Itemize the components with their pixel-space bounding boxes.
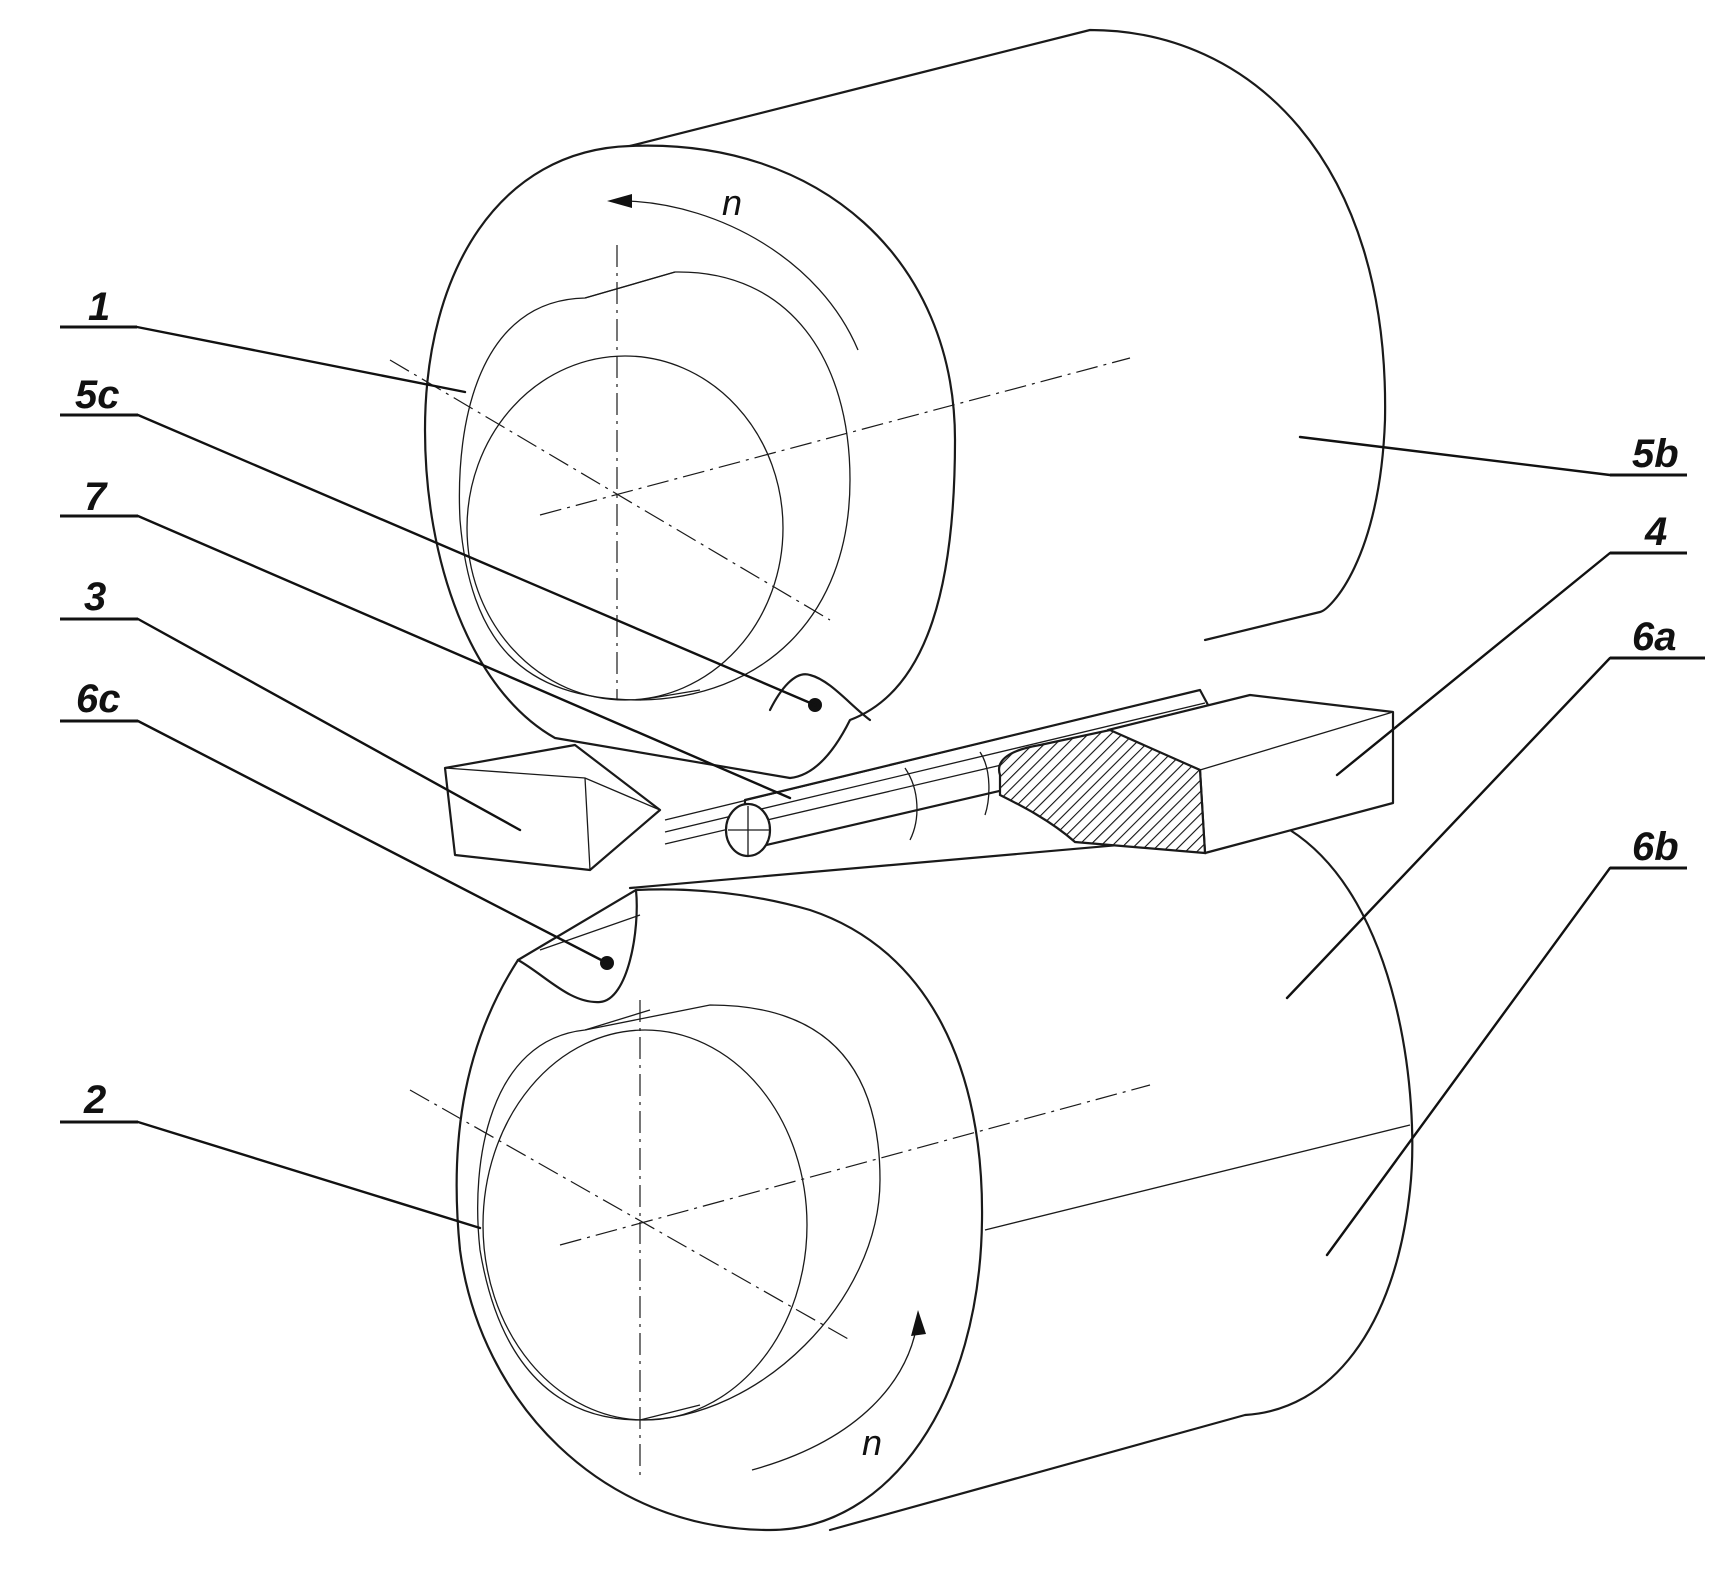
right-guide [997,693,1395,855]
lower-roll-hub-face [482,1029,808,1421]
callout-2-label: 2 [83,1078,106,1122]
callout-6b-leader [1325,866,1612,1257]
lower-roll-back-end [828,828,1414,1532]
upper-roll-axis-diagonal [389,359,831,621]
lower-roll-front-face [455,888,984,1532]
lower-roll-axis-diagonal [409,1089,851,1341]
upper-roll: n [389,28,1387,780]
callout-7-leader [136,514,792,800]
callout-3-label: 3 [84,575,106,619]
left-guide [443,743,662,872]
upper-roll-back-end [628,28,1387,642]
left-guide-body [443,743,662,872]
callout-5b-label: 5b [1632,432,1679,476]
lower-rotation-label: n [862,1422,882,1463]
callouts: 1 5c 7 3 6c 2 5b 4 6a [60,285,1705,1257]
workpiece [664,688,1217,858]
workpiece-step [904,767,918,841]
lower-roll-axis-main [559,1084,1151,1246]
callout-5b-leader [1298,435,1612,477]
upper-roll-hub-edge-top [584,271,676,299]
upper-roll-hub-edge-bottom [639,689,701,701]
callout-6c-leader [136,719,609,965]
lower-rotation-arrow [751,1317,919,1471]
callout-5c-leader [136,413,817,707]
upper-roll-front-face [423,144,957,780]
callout-6b-label: 6b [1632,825,1679,869]
upper-roll-hub-outer [458,271,851,701]
lower-roll: n [409,828,1414,1532]
callout-1-label: 1 [88,285,110,329]
callout-4-label: 4 [1644,510,1667,554]
upper-roll-hub-face [466,355,784,701]
callout-6a-leader [1285,656,1612,1000]
callout-7-label: 7 [84,475,108,519]
upper-roll-axis-main [539,357,1131,516]
workpiece-line-top [664,689,1201,821]
lower-rotation-arrowhead [911,1310,926,1336]
upper-rotation-arrowhead [607,194,632,208]
callout-1-leader [135,325,467,394]
callout-2-leader [136,1120,482,1230]
lower-roll-hub-edge-bottom [639,1404,701,1421]
lower-roll-surface-line [984,1124,1411,1231]
lower-roll-groove-inner [539,914,641,951]
workpiece-step-2 [979,751,990,816]
callout-3-leader [136,617,522,832]
callout-4-leader [1335,551,1612,777]
right-guide-edge [1199,711,1394,771]
callout-5c-label: 5c [75,373,120,417]
lower-roll-hub-edge-top [584,1009,651,1031]
lower-roll-groove [516,888,638,962]
callout-6c-label: 6c [76,677,121,721]
right-guide-hatched-section [997,728,1207,855]
upper-roll-groove [768,673,872,722]
callout-6a-label: 6a [1632,615,1677,659]
left-guide-bevel [444,767,661,871]
upper-rotation-label: n [722,182,742,223]
upper-rotation-arrow [627,200,859,351]
